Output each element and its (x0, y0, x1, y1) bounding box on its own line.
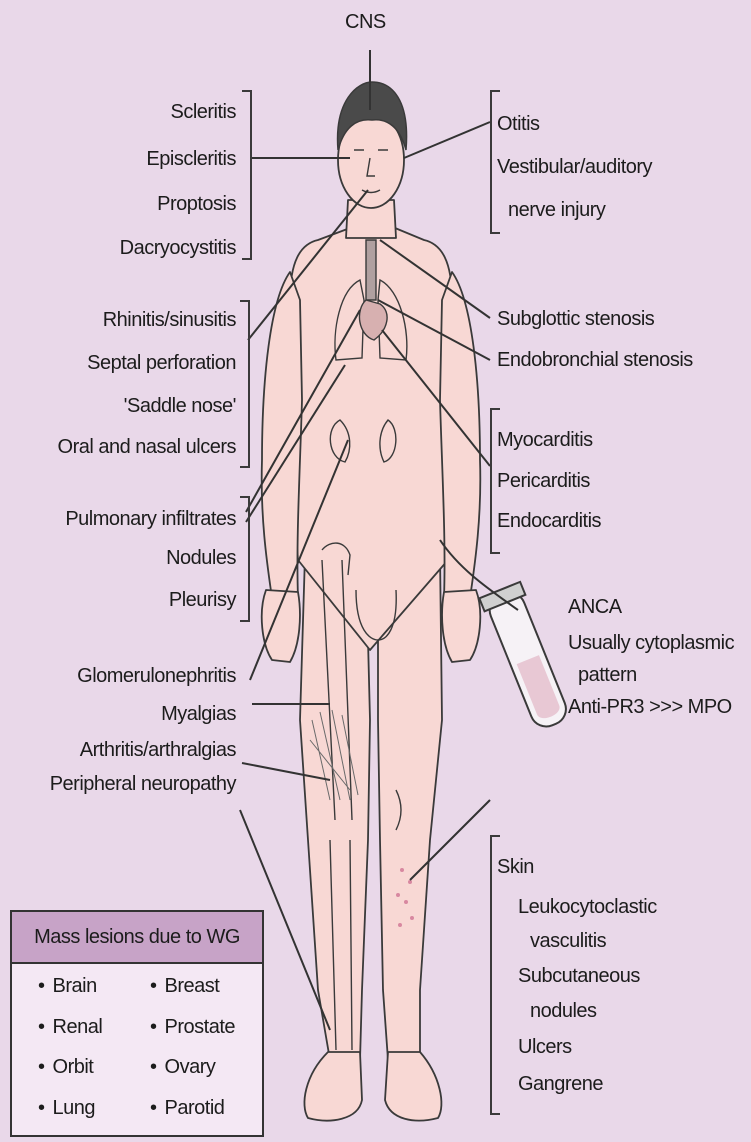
label-endocarditis: Endocarditis (497, 511, 601, 531)
label-glomerulonephritis: Glomerulonephritis (77, 666, 236, 686)
label-pleurisy: Pleurisy (169, 590, 236, 610)
mass-item-breast: Breast (150, 976, 219, 996)
mass-lesions-box: Mass lesions due to WG Brain Renal Orbit… (10, 910, 264, 1137)
label-gangrene: Gangrene (518, 1074, 603, 1094)
label-nerve-injury: nerve injury (508, 200, 605, 220)
label-pulmonary-infiltrates: Pulmonary infiltrates (65, 509, 236, 529)
left-arm (262, 272, 302, 598)
label-rhinitis: Rhinitis/sinusitis (103, 310, 236, 330)
label-proptosis: Proptosis (157, 194, 236, 214)
label-dacryocystitis: Dacryocystitis (120, 238, 236, 258)
label-arthritis: Arthritis/arthralgias (80, 740, 236, 760)
left-hand (262, 590, 300, 662)
label-anti-pr3: Anti-PR3 >>> MPO (568, 697, 732, 717)
label-myocarditis: Myocarditis (497, 430, 593, 450)
label-anca: ANCA (568, 597, 622, 617)
left-foot (304, 1052, 362, 1121)
label-nodules-skin: nodules (530, 1001, 597, 1021)
label-oral-nasal-ulcers: Oral and nasal ulcers (58, 437, 236, 457)
mass-item-brain: Brain (38, 976, 97, 996)
right-foot (385, 1052, 441, 1121)
mass-item-prostate: Prostate (150, 1017, 235, 1037)
label-myalgias: Myalgias (161, 704, 236, 724)
label-otitis: Otitis (497, 114, 540, 134)
cns-label: CNS (345, 12, 386, 32)
mass-item-parotid: Parotid (150, 1098, 224, 1118)
label-ulcers: Ulcers (518, 1037, 572, 1057)
mass-item-lung: Lung (38, 1098, 95, 1118)
mass-item-orbit: Orbit (38, 1057, 93, 1077)
label-saddle-nose: 'Saddle nose' (124, 396, 236, 416)
mass-lesions-title: Mass lesions due to WG (12, 912, 262, 964)
label-cytoplasmic: Usually cytoplasmic (568, 633, 734, 653)
label-subglottic-stenosis: Subglottic stenosis (497, 309, 654, 329)
label-peripheral-neuropathy: Peripheral neuropathy (50, 774, 236, 794)
label-endobronchial-stenosis: Endobronchial stenosis (497, 350, 693, 370)
label-episcleritis: Episcleritis (146, 149, 236, 169)
label-skin: Skin (497, 857, 534, 877)
label-vasculitis: vasculitis (530, 931, 606, 951)
label-vestibular: Vestibular/auditory (497, 157, 652, 177)
label-subcutaneous: Subcutaneous (518, 966, 640, 986)
label-leukocytoclastic: Leukocytoclastic (518, 897, 657, 917)
lung-bracket (240, 496, 250, 622)
label-nodules: Nodules (166, 548, 236, 568)
trachea (366, 240, 376, 300)
test-tube-icon (479, 582, 574, 733)
mass-item-ovary: Ovary (150, 1057, 215, 1077)
eye-bracket (242, 90, 252, 260)
label-septal-perforation: Septal perforation (87, 353, 236, 373)
label-scleritis: Scleritis (170, 102, 236, 122)
right-hand (442, 590, 480, 662)
label-pattern: pattern (578, 665, 637, 685)
mass-item-renal: Renal (38, 1017, 102, 1037)
nose-bracket (240, 300, 250, 468)
label-pericarditis: Pericarditis (497, 471, 590, 491)
